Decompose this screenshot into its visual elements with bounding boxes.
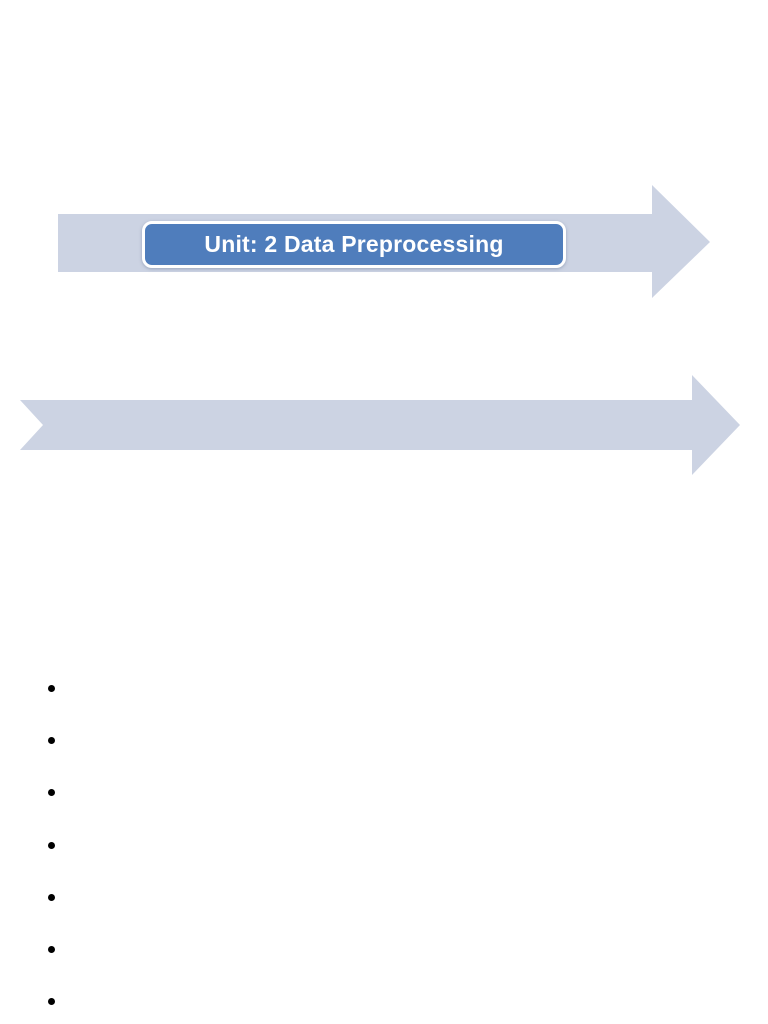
list-item [48,871,728,923]
bullet-icon [48,736,55,744]
notched-arrow-shape [20,375,740,475]
bullet-icon [48,684,55,692]
list-item [48,923,728,975]
bullet-icon [48,789,55,797]
title-banner-label: Unit: 2 Data Preprocessing [204,231,504,257]
bullet-icon [48,946,55,954]
list-item [48,714,728,766]
list-item [48,767,728,819]
bullet-list [48,662,728,1024]
list-item [48,662,728,714]
title-banner: Unit: 2 Data Preprocessing [142,221,566,268]
list-item [48,819,728,871]
bullet-icon [48,998,55,1006]
bullet-icon [48,893,55,901]
bullet-icon [48,841,55,849]
list-item [48,976,728,1024]
